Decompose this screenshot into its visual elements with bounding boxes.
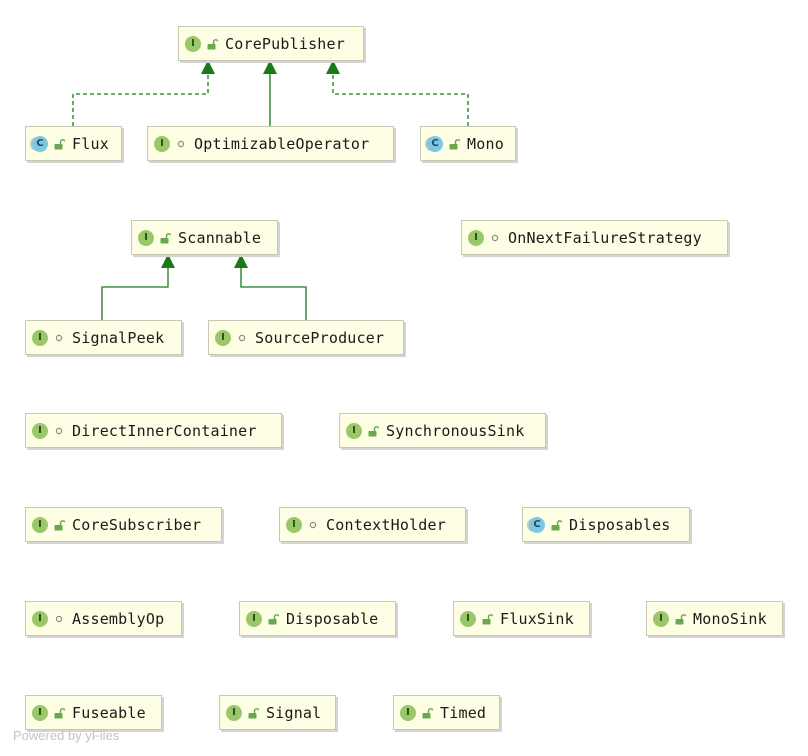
node-label: Disposables (569, 515, 671, 534)
node-disposable[interactable]: I Disposable (239, 601, 396, 636)
node-label: MonoSink (693, 609, 767, 628)
node-scannable[interactable]: I Scannable (131, 220, 278, 255)
arrowhead (326, 60, 340, 74)
edge-sourceproducer-to-scannable (240, 268, 307, 320)
package-private-icon (52, 424, 66, 438)
interface-icon: I (32, 516, 48, 533)
node-assemblyop[interactable]: I AssemblyOp (25, 601, 182, 636)
node-signal[interactable]: I Signal (219, 695, 336, 730)
node-synchronoussink[interactable]: I SynchronousSink (339, 413, 546, 448)
node-label: SignalPeek (72, 328, 165, 347)
node-label: Timed (440, 703, 487, 722)
public-icon (266, 612, 280, 626)
powered-by-footer: Powered by yFiles (13, 728, 120, 743)
node-label: DirectInnerContainer (72, 421, 257, 440)
interface-icon: I (32, 704, 48, 721)
node-label: CorePublisher (225, 34, 345, 53)
node-coresubscriber[interactable]: I CoreSubscriber (25, 507, 222, 542)
node-label: Flux (72, 134, 109, 153)
node-mono[interactable]: C Mono (420, 126, 516, 161)
interface-icon: I (460, 610, 476, 627)
arrowhead (161, 254, 175, 268)
interface-icon: I (154, 135, 170, 152)
class-icon: C (32, 135, 48, 152)
package-private-icon (488, 231, 502, 245)
public-icon (52, 137, 66, 151)
interface-icon: I (653, 610, 669, 627)
public-icon (366, 424, 380, 438)
edge-flux-to-corepublisher (72, 74, 209, 126)
node-coreppublisher[interactable]: I CorePublisher (178, 26, 364, 61)
node-sourceproducer[interactable]: I SourceProducer (208, 320, 404, 355)
edge-signalpeek-to-scannable (101, 268, 169, 320)
node-label: Signal (266, 703, 322, 722)
node-label: SynchronousSink (386, 421, 525, 440)
interface-icon: I (138, 229, 154, 246)
node-label: Scannable (178, 228, 262, 247)
public-icon (420, 706, 434, 720)
class-icon: C (529, 516, 545, 533)
node-contextholder[interactable]: I ContextHolder (279, 507, 466, 542)
class-icon: C (427, 135, 443, 152)
node-fuseable[interactable]: I Fuseable (25, 695, 162, 730)
public-icon (673, 612, 687, 626)
interface-icon: I (32, 329, 48, 346)
public-icon (205, 37, 219, 51)
edge-mono-to-corepublisher (332, 74, 469, 126)
node-flux[interactable]: C Flux (25, 126, 122, 161)
node-directinnercontainer[interactable]: I DirectInnerContainer (25, 413, 282, 448)
node-onnextfailurestrategy[interactable]: I OnNextFailureStrategy (461, 220, 728, 255)
arrowhead (263, 60, 277, 74)
package-private-icon (52, 331, 66, 345)
package-private-icon (235, 331, 249, 345)
public-icon (447, 137, 461, 151)
node-label: OnNextFailureStrategy (508, 228, 702, 247)
node-label: CoreSubscriber (72, 515, 202, 534)
interface-icon: I (32, 610, 48, 627)
node-fluxsink[interactable]: I FluxSink (453, 601, 590, 636)
node-label: FluxSink (500, 609, 574, 628)
public-icon (52, 518, 66, 532)
package-private-icon (52, 612, 66, 626)
node-disposables[interactable]: C Disposables (522, 507, 690, 542)
node-label: SourceProducer (255, 328, 385, 347)
interface-icon: I (32, 422, 48, 439)
interface-icon: I (346, 422, 362, 439)
arrowhead (201, 60, 215, 74)
public-icon (246, 706, 260, 720)
node-optimizableoperator[interactable]: I OptimizableOperator (147, 126, 394, 161)
node-label: Disposable (286, 609, 379, 628)
interface-icon: I (185, 35, 201, 52)
interface-icon: I (215, 329, 231, 346)
node-label: Fuseable (72, 703, 146, 722)
public-icon (480, 612, 494, 626)
interface-icon: I (400, 704, 416, 721)
arrowhead (234, 254, 248, 268)
public-icon (158, 231, 172, 245)
interface-icon: I (246, 610, 262, 627)
node-label: AssemblyOp (72, 609, 165, 628)
interface-icon: I (226, 704, 242, 721)
node-signalpeek[interactable]: I SignalPeek (25, 320, 182, 355)
public-icon (52, 706, 66, 720)
package-private-icon (306, 518, 320, 532)
public-icon (549, 518, 563, 532)
node-label: ContextHolder (326, 515, 446, 534)
interface-icon: I (468, 229, 484, 246)
interface-icon: I (286, 516, 302, 533)
node-timed[interactable]: I Timed (393, 695, 500, 730)
node-label: OptimizableOperator (194, 134, 370, 153)
package-private-icon (174, 137, 188, 151)
node-label: Mono (467, 134, 504, 153)
node-monosink[interactable]: I MonoSink (646, 601, 783, 636)
